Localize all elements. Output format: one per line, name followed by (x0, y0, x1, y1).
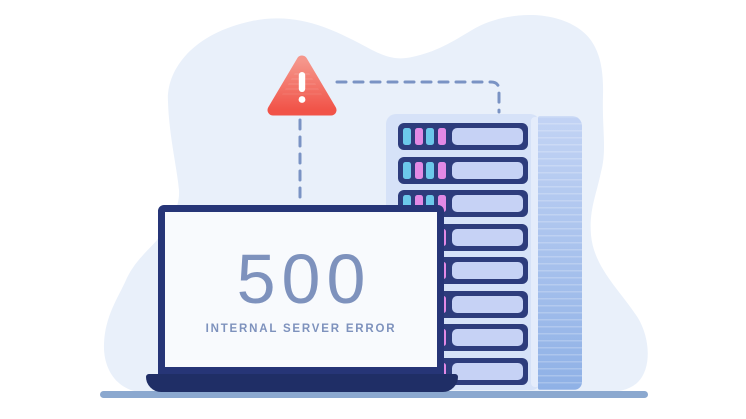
indicator-light-cyan (403, 195, 411, 212)
indicator-light-cyan (426, 128, 434, 145)
drive-bay (452, 195, 523, 212)
indicator-light-pink (437, 161, 446, 179)
indicator-light-pink (437, 195, 446, 212)
drive-bay (452, 295, 523, 313)
server-slot (398, 156, 528, 184)
ground-line (100, 391, 648, 398)
error-code: 500 (236, 240, 372, 318)
exclamation-dot (298, 96, 306, 103)
server-front-edge-highlight (531, 117, 540, 387)
server-slot (398, 123, 528, 150)
drive-bay (452, 161, 523, 179)
drive-bay (452, 362, 523, 380)
laptop-screen: 500 INTERNAL SERVER ERROR (158, 205, 444, 374)
indicator-light-pink (414, 128, 423, 145)
indicator-light-cyan (426, 195, 434, 212)
indicator-light-cyan (403, 128, 411, 145)
exclamation-bar (298, 72, 306, 92)
alert-triangle-icon (267, 55, 337, 116)
indicator-light-cyan (403, 161, 411, 179)
indicator-light-pink (414, 161, 423, 179)
drive-bay (452, 228, 523, 246)
indicator-light-pink (437, 128, 446, 145)
indicator-light-pink (414, 195, 423, 212)
indicator-light-cyan (426, 161, 434, 179)
drive-bay (452, 329, 523, 346)
laptop-base (146, 374, 458, 392)
drive-bay (452, 262, 523, 279)
drive-bay (452, 128, 523, 145)
server-side-panel (538, 116, 582, 390)
error-message: INTERNAL SERVER ERROR (205, 323, 397, 335)
